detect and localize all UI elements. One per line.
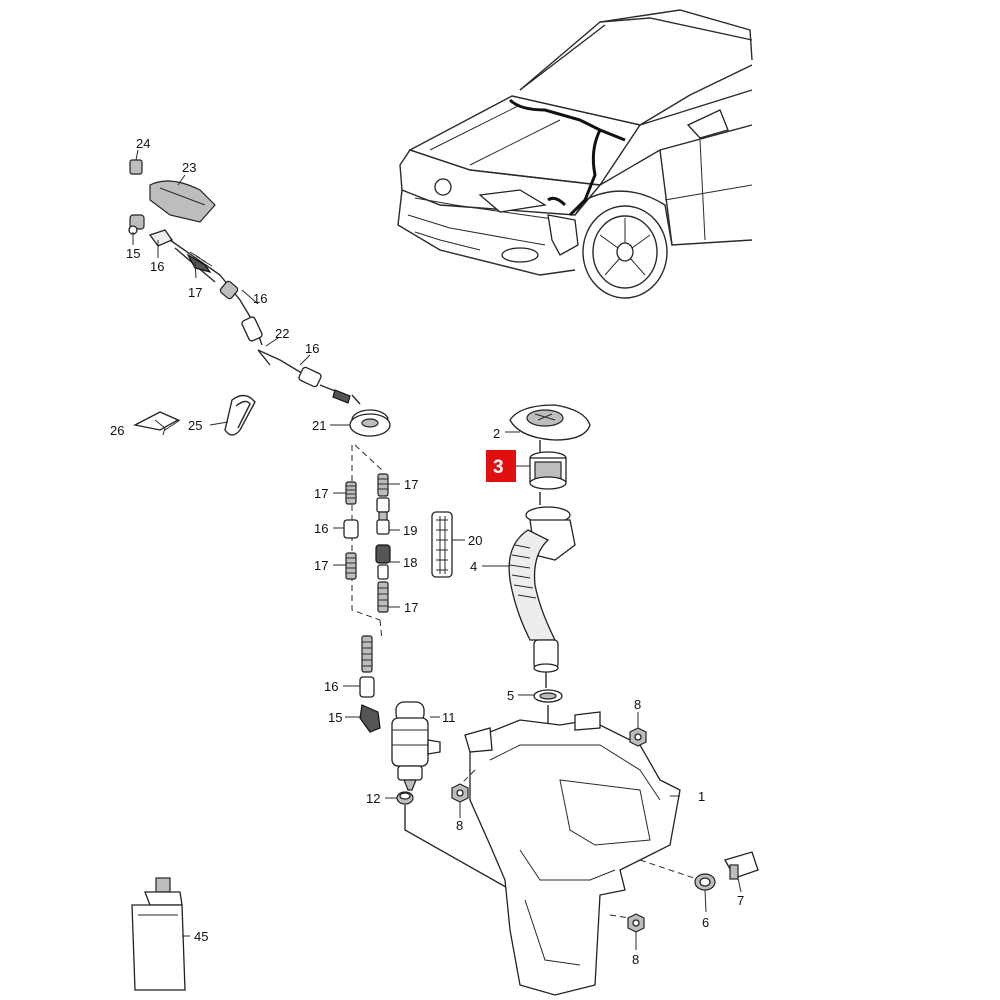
grommet-icon	[349, 394, 391, 437]
callout-16-top: 16	[150, 259, 164, 274]
callout-17-top: 17	[188, 285, 202, 300]
callout-16-mid: 16	[253, 291, 267, 306]
filter-screen-icon	[431, 511, 453, 578]
callout-18: 18	[403, 555, 417, 570]
hose-clip-icon	[133, 411, 180, 436]
callout-16-pump: 16	[324, 679, 338, 694]
callout-8-upper: 8	[634, 697, 641, 712]
callout-12: 12	[366, 791, 380, 806]
hose-parts-column-left	[343, 481, 359, 580]
hose-parts-column-right	[375, 473, 391, 613]
callout-45: 45	[194, 929, 208, 944]
callout-7: 7	[737, 893, 744, 908]
callout-15-top: 15	[126, 246, 140, 261]
fluid-bottle-icon	[131, 877, 186, 991]
callout-15-pump: 15	[328, 710, 342, 725]
nozzle-assembly	[128, 159, 351, 404]
nut-icon-upper	[629, 727, 647, 747]
nut-icon-left	[451, 783, 469, 803]
callout-6: 6	[702, 915, 709, 930]
callout-17-right-a: 17	[404, 477, 418, 492]
filter-insert-icon	[529, 440, 567, 490]
callout-21: 21	[312, 418, 326, 433]
level-sensor-icon	[724, 851, 759, 880]
cable-tie-icon	[224, 394, 256, 436]
callout-22: 22	[275, 326, 289, 341]
washer-fluid-reservoir-icon	[454, 711, 701, 996]
filler-neck-hose-icon	[508, 492, 576, 673]
callout-16-y: 16	[305, 341, 319, 356]
callout-8-left: 8	[456, 818, 463, 833]
car-front-quarter-icon	[397, 9, 753, 299]
callout-5: 5	[507, 688, 514, 703]
grommet-level-sensor-icon	[694, 873, 716, 891]
pump-feed-hose	[359, 635, 381, 733]
callout-17-left-a: 17	[314, 486, 328, 501]
callout-25: 25	[188, 418, 202, 433]
callout-labels: 24 23 15 16 17 16 22 16 26 25 21 17 16 1…	[110, 136, 744, 967]
callout-24: 24	[136, 136, 150, 151]
callout-11: 11	[442, 710, 456, 725]
callout-16-left: 16	[314, 521, 328, 536]
callout-17-left-b: 17	[314, 558, 328, 573]
pump-grommet-icon	[396, 791, 521, 896]
filler-cap-icon	[509, 404, 591, 441]
callout-17-right-b: 17	[404, 600, 418, 615]
leader-lines	[132, 149, 742, 950]
callout-20: 20	[468, 533, 482, 548]
nut-icon-lower	[627, 913, 645, 933]
callout-19: 19	[403, 523, 417, 538]
callout-23: 23	[182, 160, 196, 175]
callout-2: 2	[493, 426, 500, 441]
seal-ring-icon	[533, 672, 563, 735]
callout-4: 4	[470, 559, 477, 574]
callout-26: 26	[110, 423, 124, 438]
callout-1: 1	[698, 789, 705, 804]
washer-pump-icon	[391, 701, 441, 791]
callout-3-highlighted: 3	[493, 457, 504, 478]
callout-8-lower: 8	[632, 952, 639, 967]
highlighted-callout-box	[486, 450, 516, 482]
